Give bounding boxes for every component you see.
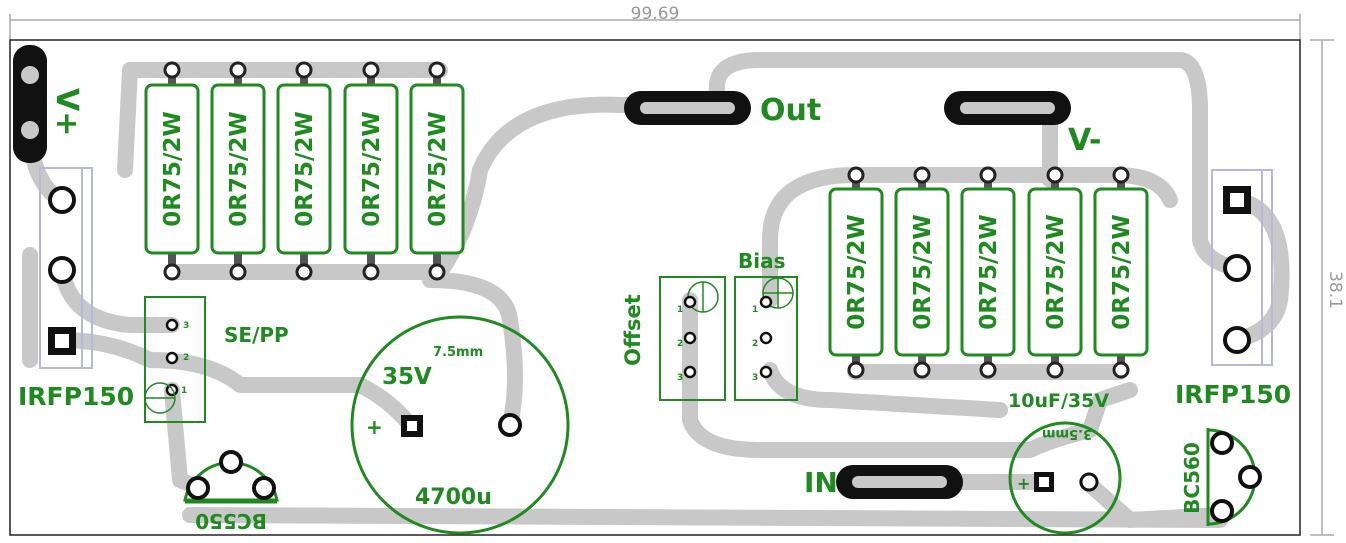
offset-label: Offset: [621, 294, 645, 366]
mosfet-left: IRFP150: [18, 167, 134, 411]
width-dimension-label: 99.69: [631, 4, 680, 24]
resistor-value: 0R75/2W: [160, 111, 186, 227]
resistor-right-3: 0R75/2W: [960, 166, 1016, 379]
plus-sign: +: [366, 415, 383, 439]
out-terminal: Out: [624, 91, 821, 128]
bc550-label: BC550: [195, 509, 267, 533]
resistor-value: 0R75/2W: [1109, 214, 1135, 330]
resistor-value: 0R75/2W: [1043, 214, 1069, 330]
se-pp-pin-label: 2: [183, 353, 189, 363]
resistor-top-4: 0R75/2W: [343, 61, 399, 281]
cap-small-value: 10uF/35V: [1008, 390, 1109, 412]
resistor-value: 0R75/2W: [844, 214, 870, 330]
capacitor-big: + 35V 7.5mm 4700u: [350, 315, 570, 535]
resistor-top-2: 0R75/2W: [210, 61, 266, 281]
resistor-bank-top: 0R75/2W 0R75/2W 0R75/2W 0R75/2W: [144, 61, 465, 281]
se-pp-pin-label: 3: [183, 321, 189, 331]
v-minus-terminal: V-: [944, 91, 1102, 158]
se-pp-label: SE/PP: [224, 323, 289, 347]
bc560-label: BC560: [1180, 442, 1204, 514]
resistor-value: 0R75/2W: [226, 111, 252, 227]
transistor-bc550: BC550: [183, 450, 279, 533]
bias-pin-label: 3: [752, 373, 758, 383]
cap-big-pitch: 7.5mm: [433, 345, 483, 360]
height-dimension-label: 38.1: [1325, 271, 1345, 309]
cap-big-value: 4700u: [415, 485, 492, 510]
mosfet-right: IRFP150: [1175, 169, 1291, 409]
se-pp-pin-label: 1: [181, 386, 187, 396]
offset-header: 1 2 3 Offset: [621, 276, 726, 401]
resistor-right-4: 0R75/2W: [1027, 166, 1083, 379]
offset-pin-label: 2: [677, 339, 683, 349]
transistor-bc560: BC560: [1180, 428, 1262, 526]
cap-small-pitch: 3.5mm: [1042, 426, 1092, 441]
resistor-right-5: 0R75/2W: [1093, 166, 1149, 379]
dimension-height: 38.1: [1310, 39, 1345, 536]
in-label: IN: [804, 466, 838, 499]
resistor-bank-right: 0R75/2W 0R75/2W 0R75/2W 0R75/2W: [828, 166, 1149, 379]
offset-pin-label: 1: [677, 305, 683, 315]
se-pp-header: 3 2 1 SE/PP: [144, 296, 289, 423]
v-plus-terminal: V+: [13, 45, 84, 163]
resistor-top-5: 0R75/2W: [409, 61, 465, 281]
capacitor-small: + 10uF/35V 3.5mm: [1008, 390, 1122, 535]
resistor-right-2: 0R75/2W: [894, 166, 950, 379]
resistor-value: 0R75/2W: [976, 214, 1002, 330]
bias-header: 1 2 3 Bias: [734, 249, 798, 401]
irfp-right-label: IRFP150: [1175, 380, 1291, 409]
resistor-value: 0R75/2W: [910, 214, 936, 330]
out-label: Out: [760, 93, 821, 128]
irfp-left-label: IRFP150: [18, 382, 134, 411]
v-minus-label: V-: [1068, 123, 1102, 158]
offset-pin-label: 3: [677, 373, 683, 383]
board-outline: [9, 39, 1301, 536]
dimension-width: 99.69: [9, 4, 1301, 40]
plus-sign: +: [1017, 474, 1030, 493]
resistor-value: 0R75/2W: [359, 111, 385, 227]
bias-pin-label: 1: [752, 305, 758, 315]
in-terminal: IN: [804, 465, 963, 499]
resistor-top-1: 0R75/2W: [144, 61, 200, 281]
resistor-top-3: 0R75/2W: [276, 61, 332, 281]
v-plus-label: V+: [49, 88, 84, 136]
resistor-right-1: 0R75/2W: [828, 166, 884, 379]
cap-big-voltage: 35V: [382, 364, 432, 390]
bias-label: Bias: [738, 249, 786, 273]
bias-pin-label: 2: [752, 339, 758, 349]
resistor-value: 0R75/2W: [292, 111, 318, 227]
resistor-value: 0R75/2W: [425, 111, 451, 227]
